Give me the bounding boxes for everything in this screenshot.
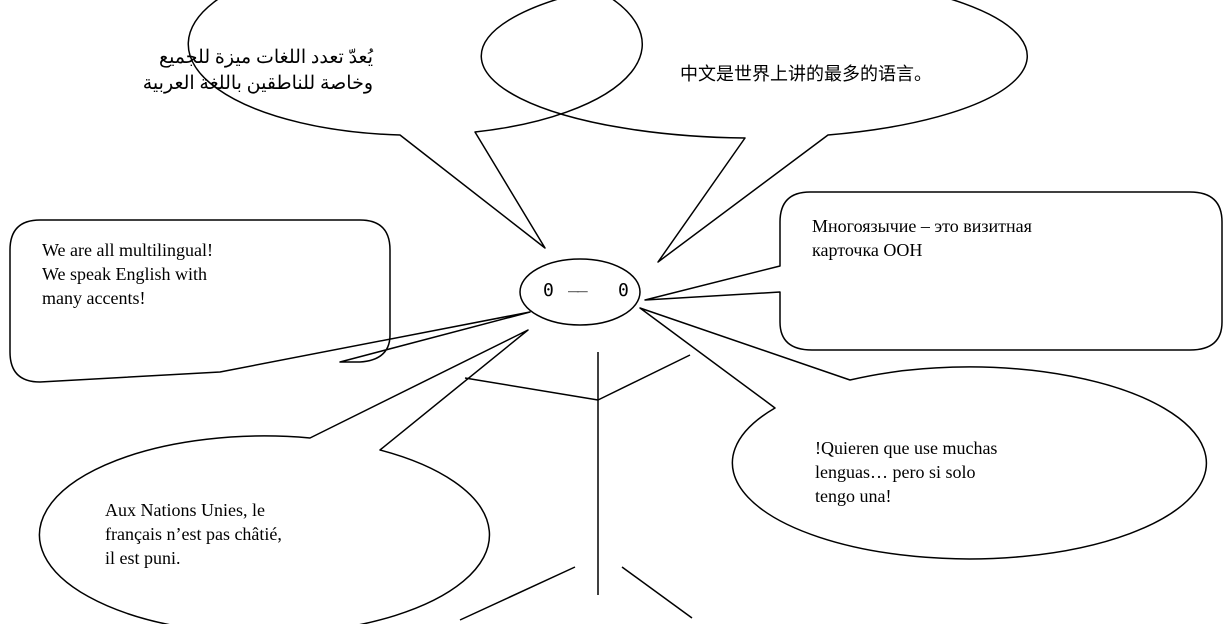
speech-line: карточка ООН [812,240,923,260]
figure-mouth: __ [568,272,588,293]
speech-line: lenguas… pero si solo [815,462,976,482]
speech-bubble-french [38,329,529,624]
speech-line: français n’est pas châtié, [105,524,282,544]
speech-bubble-russian [644,191,1223,351]
speech-bubble-spanish [639,307,1208,560]
speech-bubble-chinese [480,0,1029,263]
speech-line: tengo una! [815,486,892,506]
speech-line: يُعدّ تعدد اللغات ميزة للجميع [158,47,373,68]
speech-line: many accents! [42,288,146,308]
speech-line: وخاصة للناطقين باللغة العربية [142,73,373,94]
speech-line: We speak English with [42,264,208,284]
figure-left-arm [464,377,599,401]
speech-line: !Quieren que use muchas [815,438,998,458]
speech-text-arabic: يُعدّ تعدد اللغات ميزة للجميع وخاصة للنا… [142,45,373,97]
speech-line: 中文是世界上讲的最多的语言。 [680,64,932,85]
figure-right-eye: 0 [618,280,629,301]
speech-line: Многоязычие – это визитная [812,216,1032,236]
speech-line: We are all multilingual! [42,240,213,260]
figure-head [519,258,641,326]
figure-left-eye: 0 [543,280,554,301]
speech-bubble-arabic [187,0,643,249]
speech-line: il est puni. [105,548,181,568]
figure-right-arm [597,354,691,401]
speech-text-spanish: !Quieren que use muchas lenguas… pero si… [815,436,997,508]
speech-text-russian: Многоязычие – это визитная карточка ООН [812,214,1032,262]
speech-text-english: We are all multilingual! We speak Englis… [42,238,213,310]
figure-left-leg [459,566,576,621]
speech-line: Aux Nations Unies, le [105,500,265,520]
figure-right-leg [621,566,693,619]
speech-bubble-english [9,219,531,383]
speech-text-french: Aux Nations Unies, le français n’est pas… [105,498,282,570]
speech-text-chinese: 中文是世界上讲的最多的语言。 [680,63,932,87]
